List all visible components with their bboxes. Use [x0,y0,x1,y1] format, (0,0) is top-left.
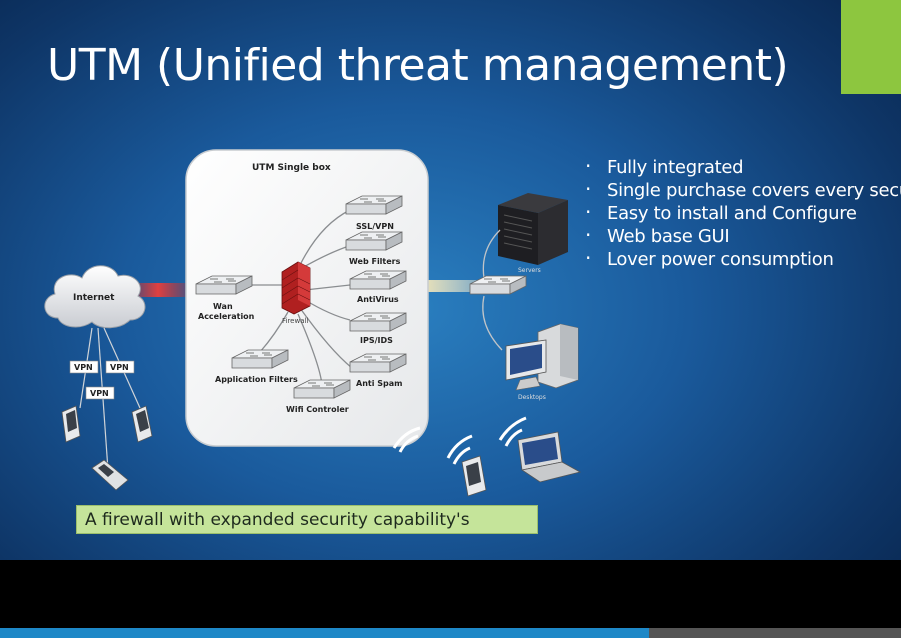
server-icon [498,193,568,265]
bullet-list: Fully integrated Single purchase covers … [585,155,901,271]
bullet-item: Lover power consumption [585,247,901,271]
anti-spam-label: Anti Spam [356,379,402,388]
utm-box-title: UTM Single box [252,163,331,173]
bullet-item: Easy to install and Configure [585,201,901,225]
video-letterbox [0,560,901,628]
lan-switch-icon [469,275,527,295]
playback-progress-bar[interactable] [0,628,901,638]
playback-progress-fill [0,628,649,638]
caption-box: A firewall with expanded security capabi… [76,505,538,534]
wan-label-1: Wan [213,302,233,311]
bullet-item: Single purchase covers every secur [585,178,901,202]
ssl-vpn-label: SSL/VPN [356,222,394,231]
vpn-tag-3: VPN [90,389,109,398]
desktops-label: Desktops [518,394,546,401]
firewall-label: Firewall [282,317,308,325]
slide-title: UTM (Unified threat management) [47,40,789,91]
servers-label: Servers [518,267,541,274]
internet-label: Internet [73,293,115,303]
desktop-icon [505,323,579,391]
application-filters-label: Application Filters [215,375,298,384]
pda-icon-2 [131,405,153,443]
wan-label-2: Acceleration [198,312,255,321]
vpn-tags: VPN VPN VPN [69,360,135,400]
mobile-phone-icon [91,459,129,491]
pda-icon [61,405,81,443]
bullet-item: Web base GUI [585,224,901,248]
internet-link [128,283,188,297]
slide: UTM (Unified threat management) [0,0,901,560]
bullet-item: Fully integrated [585,155,901,179]
vpn-tag-2: VPN [110,363,129,372]
firewall-icon [281,261,311,315]
accent-block [841,0,901,94]
antivirus-label: AntiVirus [357,295,399,304]
web-filters-label: Web Filters [349,257,401,266]
wifi-signal-icon [392,416,527,465]
internet-cloud-icon [44,265,146,329]
vpn-tag-1: VPN [74,363,93,372]
utm-diagram: UTM Single box Firewall Wan Acceleration [44,149,582,497]
handheld-icon [461,455,487,497]
lan-link [425,280,483,292]
wifi-controller-label: Wifi Controler [286,405,349,414]
ips-ids-label: IPS/IDS [360,336,393,345]
laptop-icon [517,431,582,483]
